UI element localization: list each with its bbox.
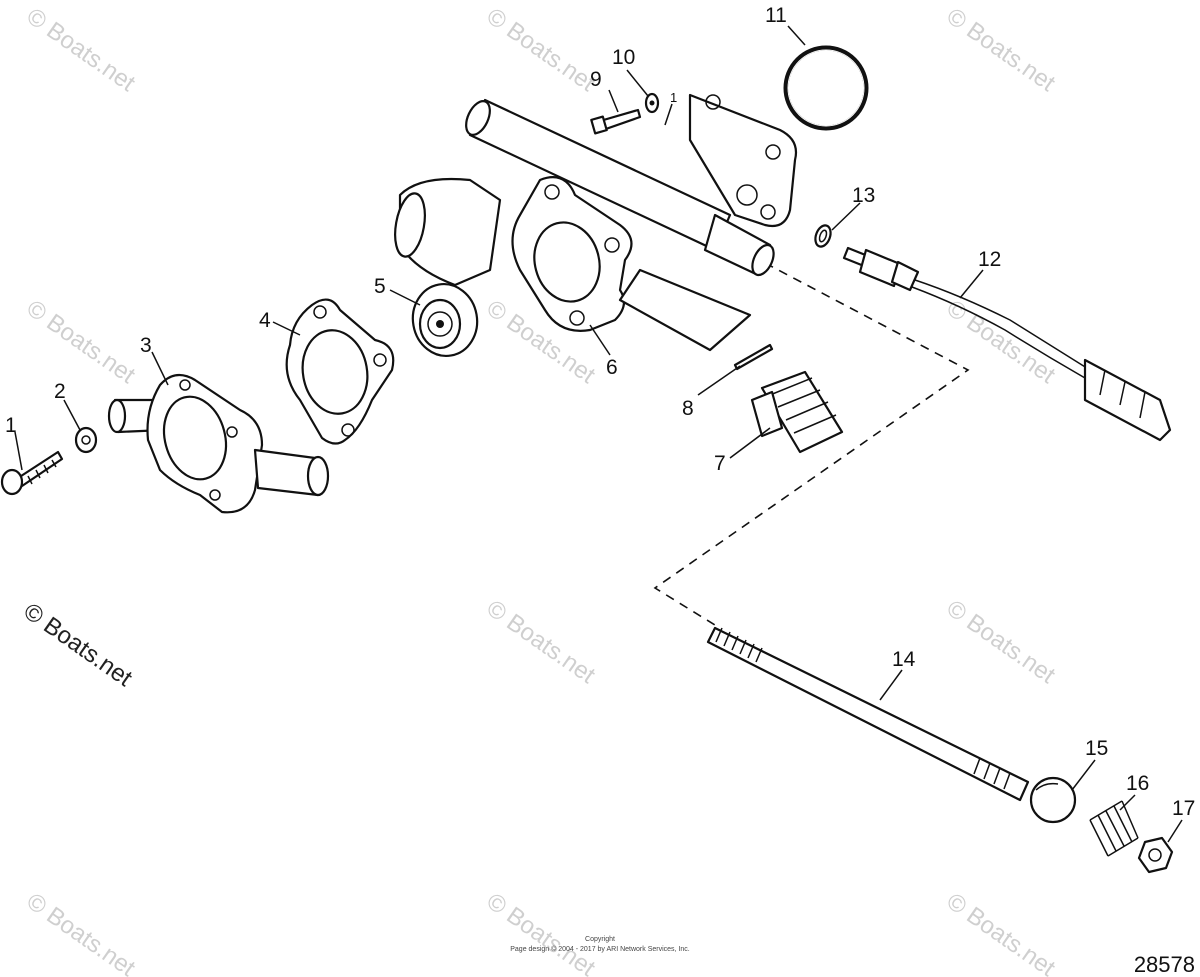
part-temperature-sensor[interactable] [842, 246, 1172, 442]
watermark-dark: © Boats.net [19, 598, 138, 692]
callout-5: 5 [374, 275, 386, 298]
copyright-line-2: Page design © 2004 - 2017 by ARI Network… [510, 945, 690, 953]
watermark: © Boats.net [942, 3, 1061, 97]
part-o-ring[interactable] [783, 45, 869, 131]
copyright-line-1: Copyright [585, 936, 615, 943]
assembly-dashed-line [653, 262, 970, 626]
callout-4: 4 [259, 309, 271, 332]
callout-15: 15 [1085, 737, 1108, 760]
callout-14: 14 [892, 648, 916, 671]
callout-12: 12 [978, 248, 1001, 271]
watermark: © Boats.net [942, 595, 1061, 689]
callout-13: 13 [852, 184, 875, 207]
watermark: © Boats.net [22, 3, 141, 97]
watermark: © Boats.net [482, 3, 601, 97]
part-screw-1[interactable] [0, 450, 64, 496]
watermark: © Boats.net [22, 888, 141, 977]
part-rod-14[interactable] [706, 626, 1030, 802]
callout-ref-1: 1 [670, 90, 677, 105]
part-fitting-7[interactable] [750, 370, 844, 454]
callout-17: 17 [1172, 797, 1195, 820]
leader-lines [14, 25, 1183, 843]
watermark: © Boats.net [942, 295, 1061, 389]
part-washer-2[interactable] [74, 426, 98, 454]
callout-9: 9 [590, 68, 602, 91]
part-thermostat-housing[interactable] [391, 93, 798, 352]
part-ball-15[interactable] [1029, 776, 1077, 824]
callout-6: 6 [606, 356, 618, 379]
part-housing-cover[interactable] [107, 373, 330, 514]
callout-7: 7 [714, 452, 726, 475]
callout-2: 2 [54, 380, 66, 403]
callout-8: 8 [682, 397, 694, 420]
callout-16: 16 [1126, 772, 1149, 795]
callout-1: 1 [5, 414, 17, 437]
watermark: © Boats.net [482, 888, 601, 977]
figure-number: 28578 [1134, 952, 1195, 977]
part-thermostat[interactable] [407, 279, 483, 361]
callout-10: 10 [612, 46, 635, 69]
callout-11: 11 [765, 4, 787, 27]
watermark: © Boats.net [942, 888, 1061, 977]
watermark: © Boats.net [482, 595, 601, 689]
part-screw-9[interactable] [590, 108, 642, 135]
watermark: © Boats.net [22, 295, 141, 389]
callout-3: 3 [140, 334, 152, 357]
callout-labels: 1 2 3 4 5 6 7 8 9 10 11 12 13 14 15 16 1… [5, 4, 1195, 820]
part-seal-13[interactable] [813, 223, 834, 248]
part-spring-16[interactable] [1089, 800, 1139, 857]
part-nut-17[interactable] [1137, 836, 1174, 874]
part-washer-10[interactable] [644, 92, 660, 114]
part-pin-8[interactable] [733, 343, 774, 371]
part-gasket[interactable] [285, 298, 395, 445]
